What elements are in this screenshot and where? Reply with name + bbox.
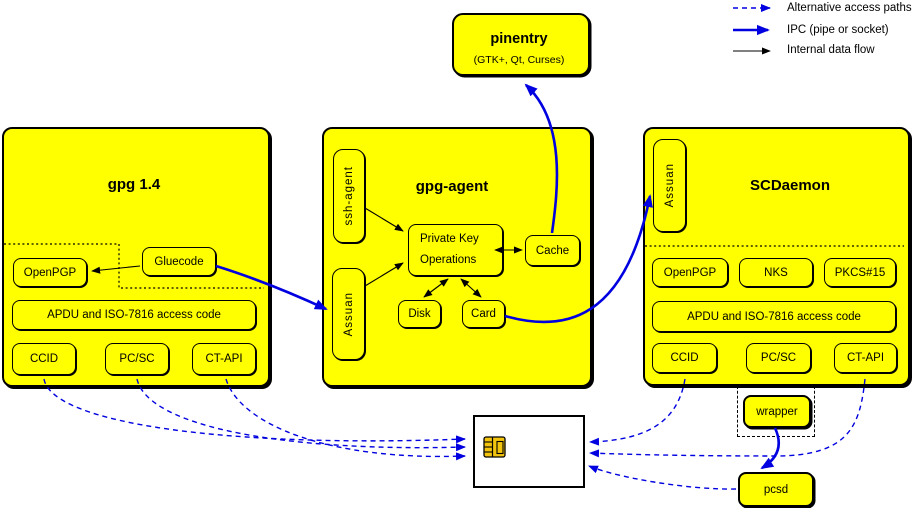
gpg14-apdu-box: APDU and ISO-7816 access code: [12, 300, 256, 330]
cache-box: Cache: [525, 235, 580, 266]
private-key-operations-box: Private Key Operations: [408, 224, 503, 276]
wrapper-box: wrapper: [743, 395, 811, 428]
gpg-agent-assuan-box: Assuan: [332, 268, 365, 360]
alt-gpg14-pcsc-to-card: [136, 378, 466, 452]
pinentry-title: pinentry: [490, 31, 548, 47]
scdaemon-assuan-box: Assuan: [653, 139, 686, 232]
pcsd-box: pcsd: [738, 472, 814, 507]
legend-arrow-samples: [733, 4, 771, 55]
scdaemon-assuan-label: Assuan: [663, 163, 676, 208]
scdaemon-title: SCDaemon: [749, 177, 831, 194]
assuan-label: Assuan: [342, 291, 355, 337]
scdaemon-pcsc-box: PC/SC: [746, 343, 811, 373]
pko-line2: Operations: [420, 254, 477, 266]
scdaemon-ccid-box: CCID: [652, 343, 717, 373]
alt-scdaemon-ctapi-to-card: [589, 378, 866, 458]
scdaemon-pkcs15-box: PKCS#15: [824, 258, 896, 287]
legend-ipc-label: IPC (pipe or socket): [787, 24, 889, 36]
ssh-agent-label: ssh-agent: [343, 166, 355, 226]
scdaemon-nks-box: NKS: [739, 258, 813, 287]
pko-line1: Private Key: [420, 233, 479, 245]
gpg14-gluecode-box: Gluecode: [142, 247, 216, 276]
pinentry-subtitle: (GTK+, Qt, Curses): [473, 54, 565, 66]
alt-scdaemon-ccid-to-card: [589, 378, 686, 446]
scdaemon-apdu-box: APDU and ISO-7816 access code: [652, 301, 896, 332]
alt-pcsd-to-card: [588, 465, 737, 490]
gpg14-pcsc-box: PC/SC: [105, 343, 169, 375]
alt-gpg14-ccid-to-card: [43, 378, 466, 444]
legend-alternative-label: Alternative access paths: [787, 2, 912, 14]
gpg-agent-title: gpg-agent: [415, 178, 489, 195]
gpg14-ccid-box: CCID: [12, 343, 76, 375]
legend-internal-label: Internal data flow: [787, 44, 875, 56]
pinentry-box: [452, 13, 590, 76]
scdaemon-openpgp-box: OpenPGP: [652, 258, 728, 287]
scdaemon-ctapi-box: CT-API: [834, 343, 897, 373]
gpg14-title: gpg 1.4: [107, 176, 161, 193]
gpg14-ctapi-box: CT-API: [192, 343, 256, 375]
gpg-agent-ssh-agent-box: ssh-agent: [333, 149, 365, 243]
smartcard: [473, 415, 585, 488]
disk-box: Disk: [398, 300, 441, 328]
card-box: Card: [462, 300, 505, 328]
gpg14-openpgp-box: OpenPGP: [13, 258, 87, 287]
alt-gpg14-ctapi-to-card: [225, 378, 466, 461]
